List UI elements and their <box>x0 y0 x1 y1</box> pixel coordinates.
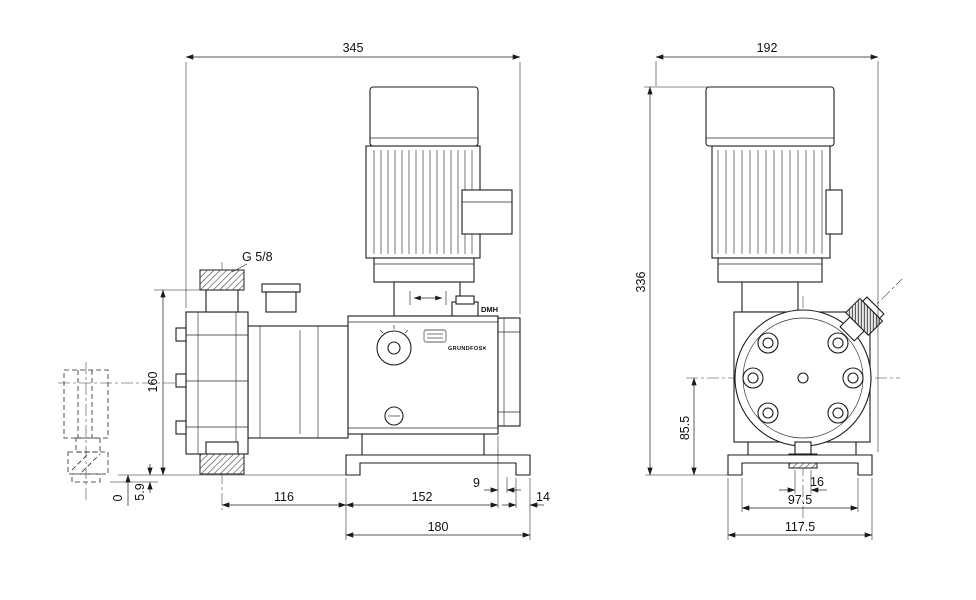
thread-label: G 5/8 <box>242 250 273 264</box>
dimensions: 345 192 G 5/8 160 336 <box>110 41 879 540</box>
dim-16-label: 16 <box>810 475 824 489</box>
base-plate-side <box>345 454 531 476</box>
dim-overall-width: 192 <box>655 41 879 452</box>
dim-overall-length: 345 <box>185 41 521 314</box>
vent-cap <box>261 283 301 293</box>
lantern-front <box>741 281 799 313</box>
motor-body-front <box>711 145 831 259</box>
top-boss-cap <box>455 295 475 305</box>
motor-flange-front <box>717 257 823 283</box>
head-body <box>247 325 349 439</box>
head-bolt <box>175 373 187 388</box>
head-flange-plate <box>185 311 249 455</box>
nameplate <box>423 329 447 343</box>
dim-5_9-label: 5.9 <box>133 483 147 500</box>
head-bolt <box>175 420 187 435</box>
vent-body <box>265 291 297 313</box>
phantom-valve-outline <box>63 369 109 483</box>
dim-180-label: 180 <box>428 520 449 534</box>
head-bolts-front <box>742 332 864 424</box>
brand-label: GRUNDFOS <box>448 346 483 352</box>
mechanism-housing <box>347 315 499 435</box>
motor-fins-front <box>717 150 823 254</box>
side-view: DMH GRUNDFOS ✕ <box>63 86 531 483</box>
top-valve-cap <box>199 269 245 291</box>
top-valve-body <box>205 289 239 313</box>
dosing-head-front <box>734 296 885 469</box>
brand-mark: ✕ <box>482 345 487 352</box>
front-view <box>705 86 885 476</box>
fan-cover <box>369 86 479 147</box>
bottom-connection-front <box>794 441 812 455</box>
head-bolt <box>175 327 187 342</box>
dim-bottom-chain-front: 16 97.5 117.5 <box>727 470 873 540</box>
dim-14-label: 14 <box>536 490 550 504</box>
terminal-box-front <box>825 189 843 235</box>
dim-345-label: 345 <box>343 41 364 55</box>
dim-117_5-label: 117.5 <box>785 520 815 534</box>
dim-336-label: 336 <box>634 272 648 293</box>
dim-head-height: 160 <box>146 289 202 476</box>
head-center <box>797 372 809 384</box>
terminal-box <box>461 189 513 235</box>
fan-cover-front <box>705 86 835 147</box>
dim-9-label: 9 <box>473 476 480 490</box>
dim-116-label: 116 <box>274 490 294 504</box>
angled-valve-connection <box>839 296 885 342</box>
dim-overall-height: 336 <box>634 86 729 476</box>
bottom-valve-cap <box>199 453 245 475</box>
model-label: DMH <box>481 305 498 314</box>
motor-side <box>365 86 513 317</box>
motor-front <box>705 86 843 313</box>
dim-center-height: 85.5 <box>678 377 697 476</box>
stroke-knob <box>376 330 412 366</box>
rear-flange <box>497 317 521 427</box>
base-plate-front <box>727 454 873 476</box>
lantern <box>393 281 461 317</box>
bottom-valve-body <box>205 441 239 455</box>
dim-bottom-chain-side: 116 152 9 14 180 <box>221 436 550 540</box>
dim-97_5-label: 97.5 <box>788 493 812 507</box>
thread-callout: G 5/8 <box>231 250 273 273</box>
dim-192-label: 192 <box>757 41 778 55</box>
dim-0-label: 0 <box>111 494 125 501</box>
dim-85_5-label: 85.5 <box>678 416 692 440</box>
dim-160-label: 160 <box>146 372 160 393</box>
dosing-head-side <box>175 269 349 475</box>
dim-baseline: 0 5.9 <box>110 464 346 506</box>
motor-flange <box>373 257 475 283</box>
dim-152-label: 152 <box>412 490 433 504</box>
stroke-indicator <box>409 291 447 305</box>
pump-mechanism <box>347 295 521 455</box>
